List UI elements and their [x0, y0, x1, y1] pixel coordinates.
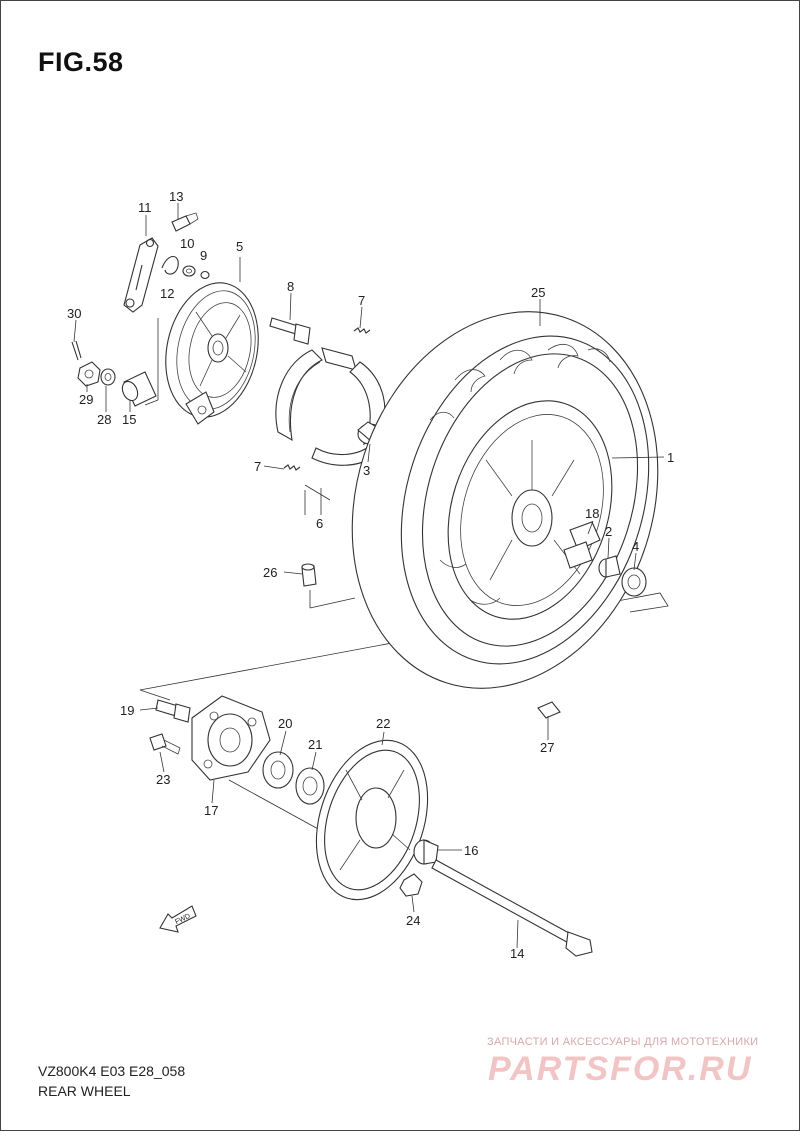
callout-7b: 7	[254, 459, 261, 474]
watermark-logo-text: PARTSFOR.RU	[488, 1050, 752, 1088]
bearing-20	[262, 751, 294, 789]
hub-spacer	[598, 555, 621, 578]
callout-27: 27	[540, 740, 554, 755]
callout-9: 9	[200, 248, 207, 263]
rear-tire	[351, 311, 659, 689]
wheel-bearing	[621, 567, 647, 597]
wheel-damper	[563, 521, 601, 569]
washer-28	[100, 368, 116, 386]
callout-8: 8	[287, 279, 294, 294]
callout-19: 19	[120, 703, 134, 718]
sprocket-bolt-23	[149, 733, 181, 755]
callout-28: 28	[97, 412, 111, 427]
figure-title: FIG.58	[38, 47, 124, 77]
spacer-15	[121, 371, 157, 407]
nut-9	[200, 270, 210, 280]
brake-cam	[269, 317, 311, 345]
callout-29: 29	[79, 392, 93, 407]
nut-24	[399, 873, 423, 897]
watermark-logo: PARTSFOR.RU	[488, 1050, 752, 1088]
callout-15: 15	[122, 412, 136, 427]
callout-17: 17	[204, 803, 218, 818]
callout-2: 2	[605, 524, 612, 539]
return-spring	[161, 255, 179, 275]
callout-13: 13	[169, 189, 183, 204]
oil-seal-21	[295, 767, 325, 805]
wheel-rim	[447, 400, 613, 620]
callout-leaders	[73, 203, 665, 949]
model-code: VZ800K4 E03 E28_058	[38, 1063, 186, 1079]
balancer-weight	[537, 701, 561, 719]
callout-1: 1	[667, 450, 674, 465]
castle-nut	[77, 361, 101, 387]
fwd-arrow-icon: FWD	[159, 905, 197, 933]
callout-21: 21	[308, 737, 322, 752]
callout-26: 26	[263, 565, 277, 580]
watermark-tagline: ЗАПЧАСТИ И АКСЕССУАРЫ ДЛЯ МОТОТЕХНИКИ	[487, 1036, 759, 1048]
brake-panel	[165, 282, 259, 425]
callout-14: 14	[510, 946, 524, 961]
callout-22: 22	[376, 716, 390, 731]
drum-stud-19	[155, 699, 191, 723]
callout-10: 10	[180, 236, 194, 251]
shoe-spring-lower	[283, 464, 301, 471]
callout-18: 18	[585, 506, 599, 521]
callout-7: 7	[358, 293, 365, 308]
rear-axle	[431, 859, 593, 957]
tire-valve	[301, 563, 317, 587]
brake-arm	[123, 237, 159, 313]
callout-5: 5	[236, 239, 243, 254]
callout-4: 4	[632, 539, 639, 554]
callout-labels: 1 2 3 4 5 6 7 7 8 9 10 11 12 13 14 15 16…	[67, 189, 674, 961]
callout-6: 6	[316, 516, 323, 531]
callout-25: 25	[531, 285, 545, 300]
callout-30: 30	[67, 306, 81, 321]
sprocket-drum	[191, 695, 271, 781]
axle-spacer-16	[413, 839, 439, 865]
callout-11: 11	[138, 200, 152, 215]
diagram-caption: REAR WHEEL	[38, 1083, 131, 1099]
callout-23: 23	[156, 772, 170, 787]
callout-16: 16	[464, 843, 478, 858]
callout-24: 24	[406, 913, 420, 928]
callout-20: 20	[278, 716, 292, 731]
rear-sprocket	[315, 739, 429, 901]
arm-bolt	[171, 212, 199, 232]
shoe-spring-upper	[353, 327, 371, 334]
washer-10	[182, 265, 196, 277]
callout-3: 3	[363, 463, 370, 478]
cotter-pin	[71, 340, 82, 361]
callout-12: 12	[160, 286, 174, 301]
